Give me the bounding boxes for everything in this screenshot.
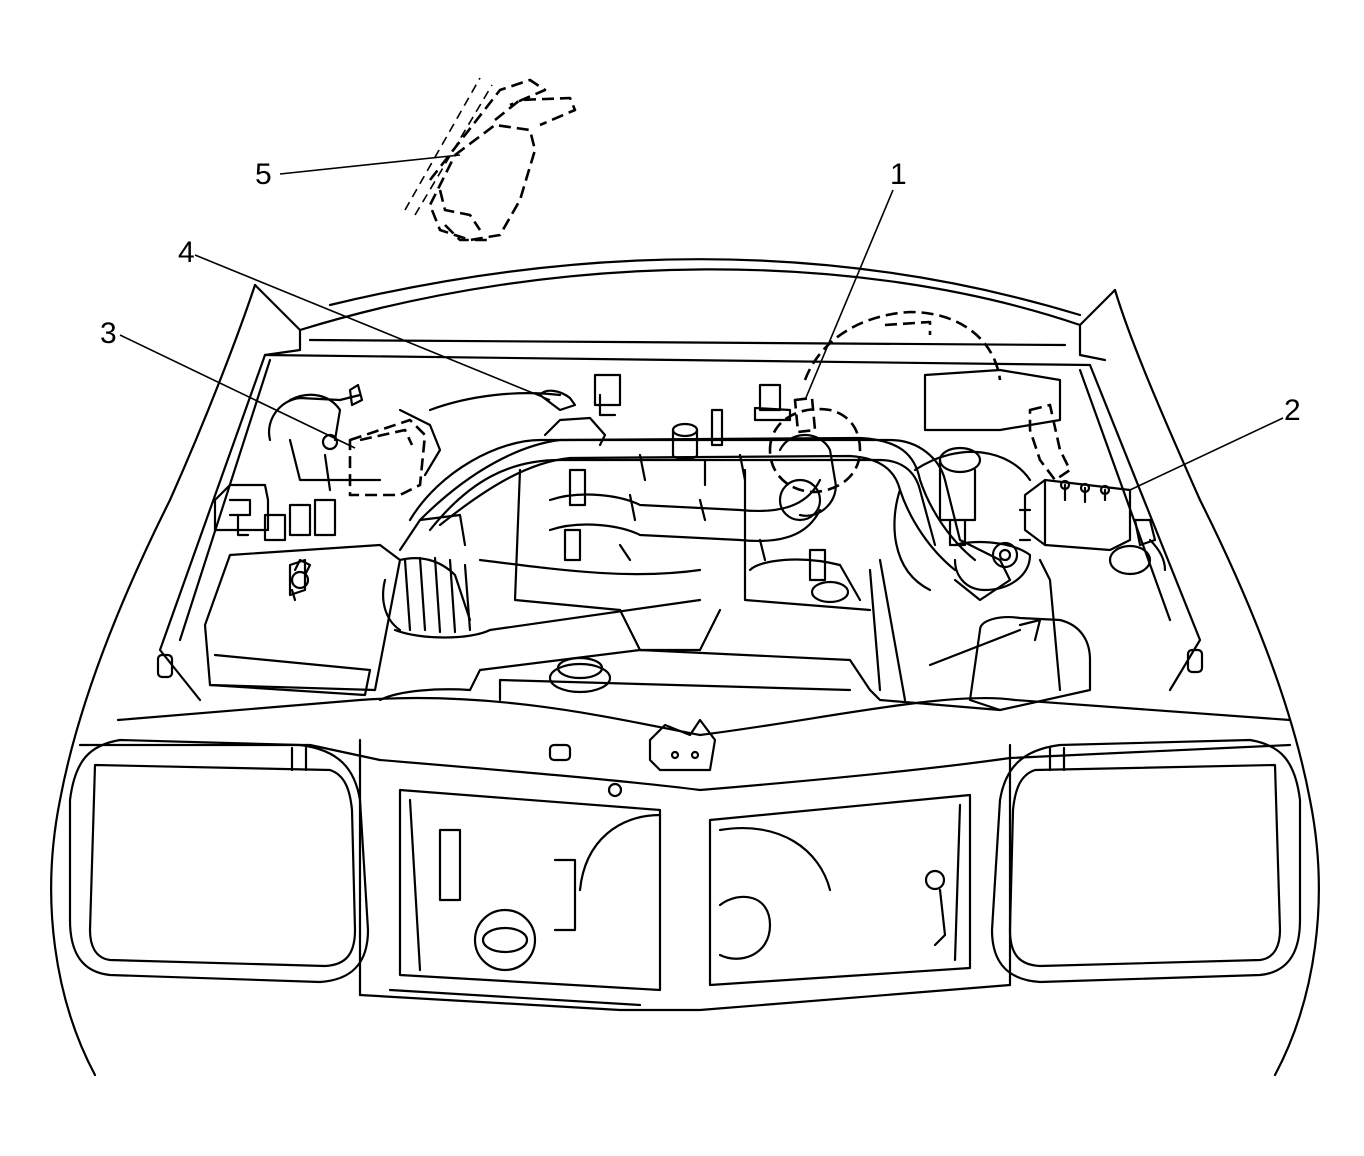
air-cleaner-assembly (203, 513, 702, 697)
callout-label-5: 5 (255, 158, 272, 191)
radiator-support (68, 696, 1302, 1012)
component-2-box (1018, 478, 1167, 576)
right-side-components (923, 368, 1204, 712)
callout-labels: 1 2 3 4 5 (100, 158, 1301, 427)
callout-label-1: 1 (890, 158, 907, 191)
callout-label-2: 2 (1284, 394, 1301, 427)
brake-booster (893, 446, 1032, 592)
leader-line-1 (804, 189, 894, 401)
leader-line-2 (1129, 417, 1284, 491)
hidden-reservoir-dashed (803, 310, 1072, 482)
callout-label-4: 4 (178, 236, 195, 269)
callout-leaders (119, 154, 1284, 491)
hidden-component-5 (404, 77, 577, 242)
vehicle-body-outline (50, 258, 1320, 1077)
leader-line-3 (119, 334, 356, 449)
radiator (378, 648, 1002, 712)
callout-label-3: 3 (100, 317, 117, 350)
hidden-component-3 (348, 418, 427, 497)
leader-line-4 (194, 254, 551, 401)
left-side-components (156, 383, 562, 679)
engine-block (408, 373, 1012, 702)
leader-line-5 (279, 154, 461, 175)
strut-brace (418, 436, 1032, 592)
